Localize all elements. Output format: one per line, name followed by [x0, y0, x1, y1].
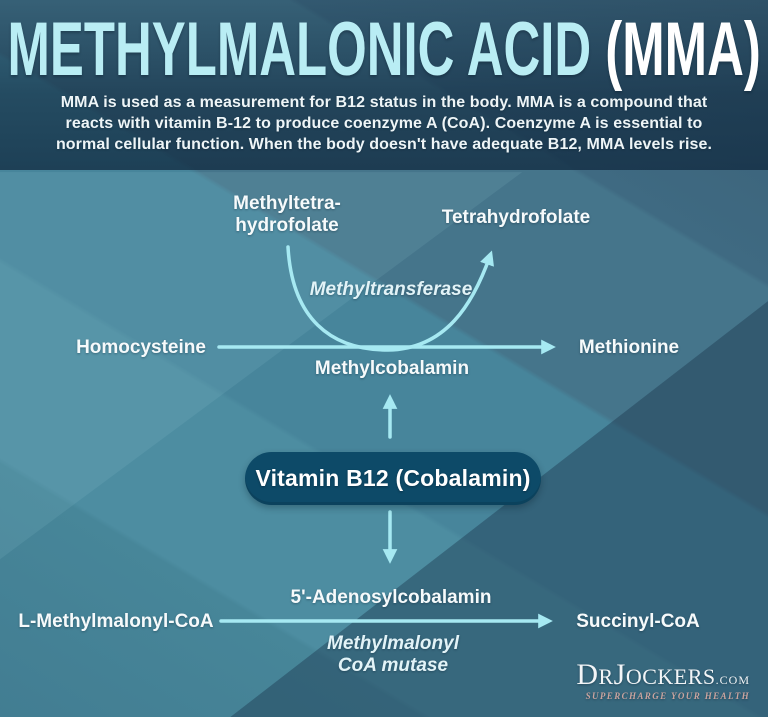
logo-tagline: SUPERCHARGE YOUR HEALTH — [585, 691, 750, 701]
logo-letter-d: D — [576, 658, 599, 691]
node-tetrahydrofolate: Tetrahydrofolate — [441, 207, 591, 228]
logo-com-suffix: .COM — [715, 673, 750, 687]
description-line-3: normal cellular function. When the body … — [55, 136, 713, 153]
methyltetrahydrofolate-line-2: hydrofolate — [235, 215, 339, 236]
enzyme-methyltransferase: Methyltransferase — [309, 279, 473, 300]
drjockers-wordmark: DRJOCKERS.COM — [576, 660, 750, 690]
description-line-2: reacts with vitamin B-12 to produce coen… — [65, 115, 703, 132]
node-homocysteine: Homocysteine — [76, 337, 206, 358]
logo-letters-ockers: OCKERS — [625, 664, 716, 689]
node-methyltetrahydrofolate: Methyltetra- hydrofolate — [177, 193, 397, 237]
node-succinyl-coa: Succinyl-CoA — [576, 611, 700, 632]
node-methionine: Methionine — [578, 337, 680, 358]
page-title-text: METHYLMALONIC ACID (MMA) — [7, 12, 760, 88]
methyltetrahydrofolate-line-1: Methyltetra- — [233, 193, 341, 214]
drjockers-logo: DRJOCKERS.COM SUPERCHARGE YOUR HEALTH — [576, 660, 750, 701]
page-title: METHYLMALONIC ACID (MMA) — [0, 12, 768, 88]
enzyme-methylmalonyl-coa-mutase: Methylmalonyl CoA mutase — [327, 633, 459, 677]
node-adenosylcobalamin: 5'-Adenosylcobalamin — [290, 587, 492, 608]
header: METHYLMALONIC ACID (MMA) MMA is used as … — [0, 0, 768, 170]
title-paren: (MMA) — [590, 7, 761, 92]
mutase-line-1: Methylmalonyl — [327, 633, 459, 654]
vitamin-b12-box: Vitamin B12 (Cobalamin) — [245, 452, 541, 505]
logo-letter-r: R — [598, 664, 614, 689]
mutase-line-2: CoA mutase — [337, 655, 449, 676]
logo-letter-j: J — [613, 658, 626, 691]
header-description: MMA is used as a measurement for B12 sta… — [0, 92, 768, 155]
node-methylcobalamin: Methylcobalamin — [314, 358, 470, 379]
node-l-methylmalonyl-coa: L-Methylmalonyl-CoA — [18, 611, 214, 632]
title-main: METHYLMALONIC ACID — [7, 7, 591, 92]
description-line-1: MMA is used as a measurement for B12 sta… — [60, 94, 708, 111]
vitamin-b12-box-label: Vitamin B12 (Cobalamin) — [255, 465, 531, 491]
